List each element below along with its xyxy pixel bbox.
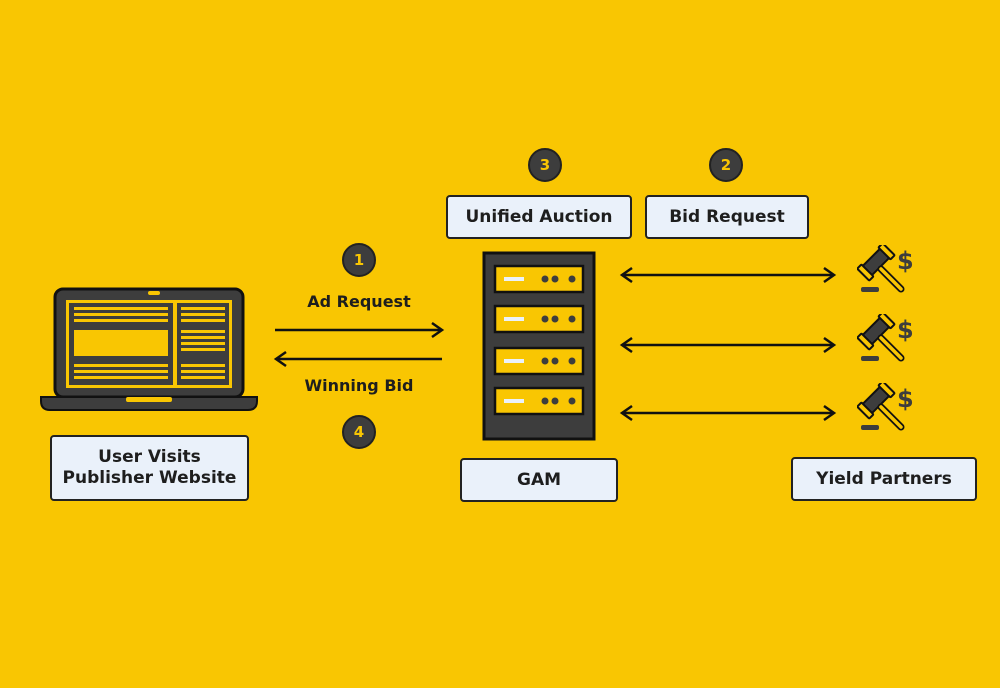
unified-auction-box: Unified Auction [446, 195, 632, 239]
user-label-line1: User Visits [98, 447, 201, 467]
user-box: User Visits Publisher Website [50, 435, 249, 501]
yield-partners-box: Yield Partners [791, 457, 977, 501]
partner-arrow-1 [619, 266, 837, 284]
partner-arrow-2 [619, 336, 837, 354]
step-badge-4: 4 [342, 415, 376, 449]
winning-bid-label: Winning Bid [304, 376, 414, 395]
laptop-icon [40, 287, 258, 411]
auction-gavel-dollar-icon: $ [857, 314, 914, 362]
ad-request-arrow [275, 321, 445, 339]
auction-gavel-dollar-icon: $ [857, 245, 914, 293]
svg-text:$: $ [897, 316, 914, 344]
step-badge-1: 1 [342, 243, 376, 277]
yield-partners-label: Yield Partners [816, 468, 952, 489]
auction-gavel-dollar-icon: $ [857, 383, 914, 431]
step-badge-3: 3 [528, 148, 562, 182]
unified-auction-label: Unified Auction [465, 206, 613, 227]
svg-text:$: $ [897, 385, 914, 413]
gam-box: GAM [460, 458, 618, 502]
gam-label: GAM [516, 469, 562, 490]
user-label-line2: Publisher Website [62, 468, 237, 488]
winning-bid-arrow [273, 350, 442, 368]
svg-text:$: $ [897, 247, 914, 275]
ad-request-label: Ad Request [307, 292, 411, 311]
bid-request-label: Bid Request [669, 206, 785, 227]
step-badge-2: 2 [709, 148, 743, 182]
partner-arrow-3 [619, 404, 837, 422]
server-rack-icon [482, 251, 596, 441]
bid-request-box: Bid Request [645, 195, 809, 239]
